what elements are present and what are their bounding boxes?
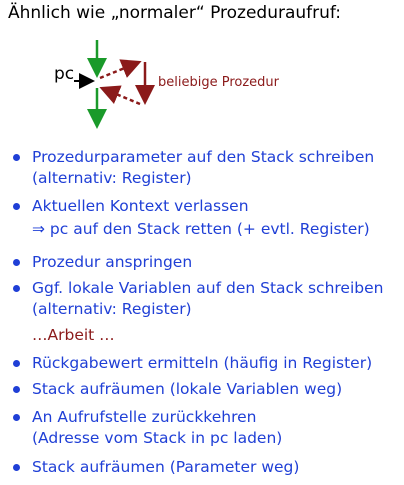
return-arrow — [99, 85, 141, 106]
work-placeholder: …Arbeit … — [32, 326, 115, 344]
list-item-line: Aktuellen Kontext verlassen — [32, 197, 249, 215]
bullet-dot — [13, 386, 20, 393]
list-item-line: Stack aufräumen (Parameter weg) — [32, 458, 300, 476]
list-item-line: (alternativ: Register) — [32, 300, 192, 318]
bullet-dot — [13, 203, 20, 210]
bullet-dot — [13, 464, 20, 471]
procedure-label: beliebige Prozedur — [158, 75, 279, 90]
bullet-dot — [13, 154, 20, 161]
page-title: Ähnlich wie „normaler“ Prozeduraufruf: — [8, 3, 342, 23]
list-item-line: An Aufrufstelle zurückkehren — [32, 408, 257, 426]
list-item-line: Ggf. lokale Variablen auf den Stack schr… — [32, 279, 384, 297]
list-item-line: Stack aufräumen (lokale Variablen weg) — [32, 380, 343, 398]
bullet-dot — [13, 360, 20, 367]
list-item-line: ⇒ pc auf den Stack retten (+ evtl. Regis… — [32, 220, 370, 238]
list-item-line: (Adresse vom Stack in pc laden) — [32, 429, 283, 447]
list-item-line: Prozedur anspringen — [32, 253, 193, 271]
bullet-dot — [13, 285, 20, 292]
bullet-dot — [13, 259, 20, 266]
list-item-line: Rückgabewert ermitteln (häufig in Regist… — [32, 354, 373, 372]
call-flow-diagram — [74, 40, 155, 129]
bullet-dot — [13, 414, 20, 421]
list-item-line: Prozedurparameter auf den Stack schreibe… — [32, 148, 375, 166]
list-item-line: (alternativ: Register) — [32, 169, 192, 187]
call-arrow — [99, 59, 142, 80]
pc-label: pc — [54, 64, 75, 84]
